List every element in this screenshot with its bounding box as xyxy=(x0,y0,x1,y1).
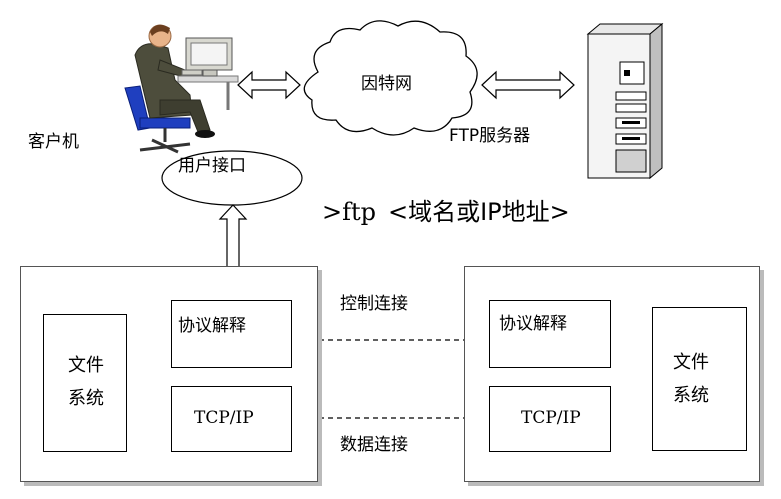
internet-cloud xyxy=(303,20,478,136)
left-protocol-interpreter-label: 协议解释 xyxy=(178,316,246,336)
left-tcpip-box xyxy=(171,386,292,452)
left-tcpip-label: TCP/IP xyxy=(194,408,254,428)
client-user-illustration xyxy=(124,24,239,154)
right-protocol-interpreter-box xyxy=(489,300,611,368)
left-file-system-label-line1: 文件 xyxy=(68,355,104,376)
user-interface-ellipse xyxy=(161,150,303,206)
data-connection-label: 数据连接 xyxy=(340,435,408,455)
ftp-command-prefix: >ftp xyxy=(322,198,376,226)
control-connection-label: 控制连接 xyxy=(340,294,408,314)
client-label: 客户机 xyxy=(28,132,79,152)
right-file-system-label-line2: 系统 xyxy=(673,385,709,406)
right-file-system-label-line1: 文件 xyxy=(673,352,709,373)
right-protocol-interpreter-label: 协议解释 xyxy=(499,314,567,334)
internet-server-arrow xyxy=(481,70,575,100)
client-internet-arrow xyxy=(237,70,301,100)
right-file-system-box xyxy=(652,307,747,451)
ftp-command-argument: <域名或IP地址> xyxy=(388,198,570,226)
right-tcpip-box xyxy=(489,386,611,452)
user-interface-label: 用户接口 xyxy=(178,156,246,176)
left-protocol-interpreter-box xyxy=(171,300,292,368)
right-tcpip-label: TCP/IP xyxy=(521,408,581,428)
internet-label: 因特网 xyxy=(361,74,412,94)
left-file-system-box xyxy=(43,314,127,452)
ftp-server-illustration xyxy=(586,22,664,180)
left-file-system-label-line2: 系统 xyxy=(68,388,104,409)
ftp-server-label: FTP服务器 xyxy=(449,126,531,146)
